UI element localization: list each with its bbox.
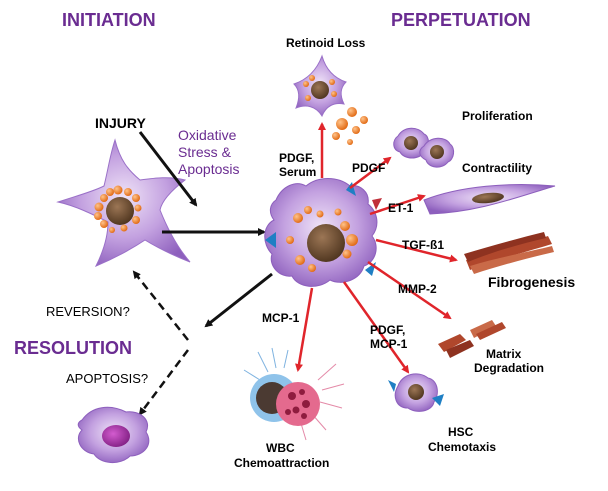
label-retinoid-loss: Retinoid Loss: [286, 36, 366, 50]
label-pdgf: PDGF: [352, 161, 385, 175]
label-pdgf-serum-line2: Serum: [279, 165, 316, 179]
proliferating-cells: [393, 127, 455, 168]
released-retinoid-droplets: [332, 107, 368, 145]
label-hsc-line1: HSC: [448, 425, 474, 439]
label-wbc-line1: WBC: [266, 441, 295, 455]
label-injury: INJURY: [95, 115, 146, 131]
arrow-fibrogenesis: [375, 238, 458, 263]
label-pdgf-mcp-line1: PDGF,: [370, 323, 405, 337]
migrating-hsc-cell: [388, 373, 444, 412]
activated-stellate-cell: [264, 178, 382, 287]
label-pdgf-serum-line1: PDGF,: [279, 151, 314, 165]
collagen-fibers: [464, 232, 554, 274]
header-initiation: INITIATION: [62, 10, 156, 30]
quiescent-stellate-cell: [56, 138, 191, 267]
arrow-proliferation: [349, 156, 392, 189]
label-oxidative-line3: Apoptosis: [178, 161, 239, 177]
arrow-hsc-chemotaxis: [342, 281, 410, 374]
degraded-matrix-fibers: [438, 320, 506, 358]
label-apoptosis: APOPTOSIS?: [66, 371, 148, 386]
label-contractility: Contractility: [462, 161, 532, 175]
label-mcp1: MCP-1: [262, 311, 300, 325]
label-wbc-line2: Chemoattraction: [234, 456, 329, 470]
arrow-wbc-chemoattraction: [295, 287, 314, 372]
label-hsc-line2: Chemotaxis: [428, 440, 496, 454]
label-et1: ET-1: [388, 201, 414, 215]
label-mmp2: MMP-2: [398, 282, 437, 296]
arrow-apoptosis: [138, 349, 189, 416]
label-proliferation: Proliferation: [462, 109, 533, 123]
label-reversion: REVERSION?: [46, 304, 130, 319]
label-fibrogenesis: Fibrogenesis: [488, 274, 575, 290]
label-oxidative-line1: Oxidative: [178, 127, 237, 143]
white-blood-cells: [243, 347, 345, 441]
label-oxidative-line2: Stress &: [178, 144, 232, 160]
arrow-contractility: [369, 194, 426, 216]
arrow-to-resolution: [204, 272, 273, 328]
label-matrix-line1: Matrix: [486, 347, 522, 361]
label-tgfb1: TGF-ß1: [402, 238, 444, 252]
header-resolution: RESOLUTION: [14, 338, 132, 358]
apoptotic-cell: [77, 406, 150, 463]
label-pdgf-mcp-line2: MCP-1: [370, 337, 408, 351]
contractile-cell: [423, 184, 556, 215]
header-perpetuation: PERPETUATION: [391, 10, 531, 30]
arrow-reversion: [132, 270, 189, 341]
retinoid-loss-cell: [293, 54, 347, 118]
arrow-matrix-degradation: [367, 260, 452, 320]
label-matrix-line2: Degradation: [474, 361, 544, 375]
arrow-injury-to-activation: [138, 131, 198, 207]
